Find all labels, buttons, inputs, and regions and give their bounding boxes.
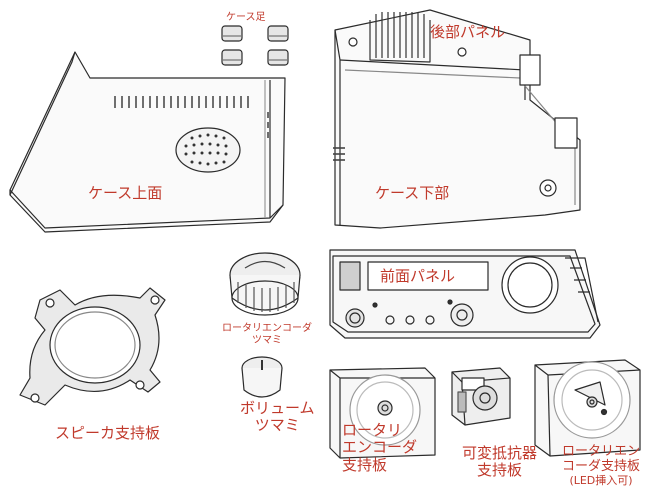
pot-plate-label: 可変抵抗器 支持板 bbox=[462, 444, 538, 480]
volume-knob-label: ボリューム ツマミ bbox=[240, 399, 315, 435]
rotary-knob-label-line1: ロータリエンコーダ bbox=[222, 323, 312, 334]
led-plate-label: ロータリエン コーダ支持板 (LED挿入可) bbox=[562, 444, 641, 488]
encoder-plate-label-line1: ロータリ bbox=[342, 421, 403, 439]
rotary-encoder-knob-part bbox=[229, 252, 301, 316]
speaker-bracket-label: スピーカ支持板 bbox=[55, 424, 161, 442]
led-plate-label-line1: ロータリエン bbox=[562, 444, 641, 459]
case-bottom-part bbox=[333, 9, 581, 229]
speaker-bracket-part bbox=[19, 287, 166, 406]
pot-plate-part bbox=[451, 367, 511, 426]
volume-knob-label-line1: ボリューム bbox=[240, 399, 315, 417]
rotary-knob-label-line2: ツマミ bbox=[252, 334, 282, 346]
encoder-plate-label: ロータリ エンコーダ 支持板 bbox=[342, 421, 418, 474]
case-feet-part bbox=[221, 25, 289, 66]
case-bottom-label: ケース下部 bbox=[375, 184, 450, 202]
rotary-knob-label: ロータリエンコーダ ツマミ bbox=[222, 323, 312, 346]
case-top-part bbox=[9, 51, 286, 233]
led-plate-part bbox=[534, 359, 641, 457]
pot-plate-label-line2: 支持板 bbox=[477, 461, 523, 480]
rear-panel-label: 後部パネル bbox=[430, 23, 506, 41]
led-plate-label-line2: コーダ支持板 bbox=[562, 458, 641, 474]
case-top-label: ケース上面 bbox=[88, 184, 163, 202]
led-plate-label-line3: (LED挿入可) bbox=[569, 473, 633, 487]
encoder-plate-part bbox=[329, 367, 436, 459]
volume-knob-part bbox=[241, 356, 283, 398]
pot-plate-label-line1: 可変抵抗器 bbox=[462, 444, 538, 462]
volume-knob-label-line2: ツマミ bbox=[254, 416, 300, 435]
encoder-plate-label-line3: 支持板 bbox=[342, 455, 388, 474]
case-feet-label: ケース足 bbox=[226, 12, 266, 23]
encoder-plate-label-line2: エンコーダ bbox=[342, 438, 418, 457]
front-panel-part bbox=[329, 249, 601, 339]
front-panel-label: 前面パネル bbox=[380, 267, 456, 285]
